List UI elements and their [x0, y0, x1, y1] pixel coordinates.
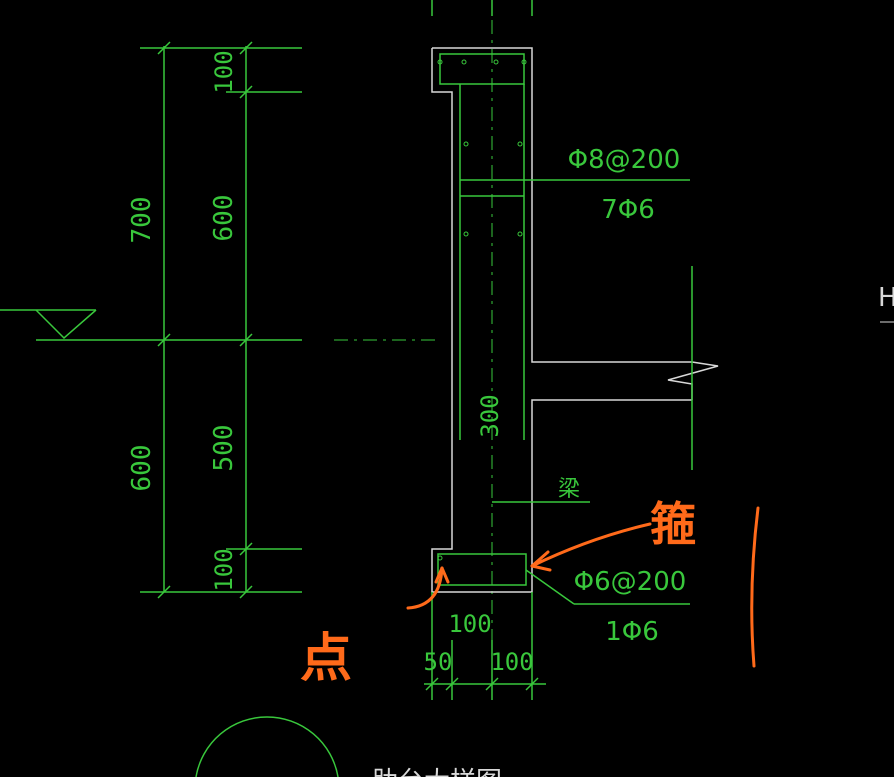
bottom-dimension-lines: [424, 592, 546, 700]
upper-bars-label: 7Φ6: [601, 195, 655, 225]
handwritten-stirrup-note: 箍: [650, 497, 696, 551]
bottom-caption: 肋台大样图: [372, 767, 502, 777]
beam-label: 梁: [558, 477, 580, 502]
dim-inner-lower: 500: [209, 425, 239, 472]
lower-bars-label: 1Φ6: [605, 617, 659, 647]
dim-outer-top: 700: [127, 197, 157, 244]
upper-stirrup-label: Φ8@200: [568, 145, 681, 175]
detail-circle: [195, 716, 339, 777]
lower-stirrup-label: Φ6@200: [574, 567, 687, 597]
handwritten-arrows: [406, 506, 760, 668]
dim-offset-right: 100: [490, 648, 533, 676]
rebar-dots: [437, 59, 527, 561]
dim-inner-upper: 600: [209, 195, 239, 242]
top-axis-lines: [431, 0, 533, 16]
dim-outer-bottom: 600: [127, 445, 157, 492]
rebar-lines: [437, 53, 693, 605]
level-symbol: [0, 309, 140, 341]
dim-bottom-width: 100: [448, 610, 491, 638]
dim-inner-top-cap: 100: [210, 50, 238, 93]
dim-rib-height: 300: [476, 394, 504, 437]
handwritten-point-note: 点: [300, 629, 352, 689]
left-dimension-lines: [140, 41, 302, 599]
dim-offset-left: 50: [424, 648, 453, 676]
dim-inner-bottom-cap: 100: [210, 548, 238, 591]
edge-right-label: H: [878, 283, 894, 313]
